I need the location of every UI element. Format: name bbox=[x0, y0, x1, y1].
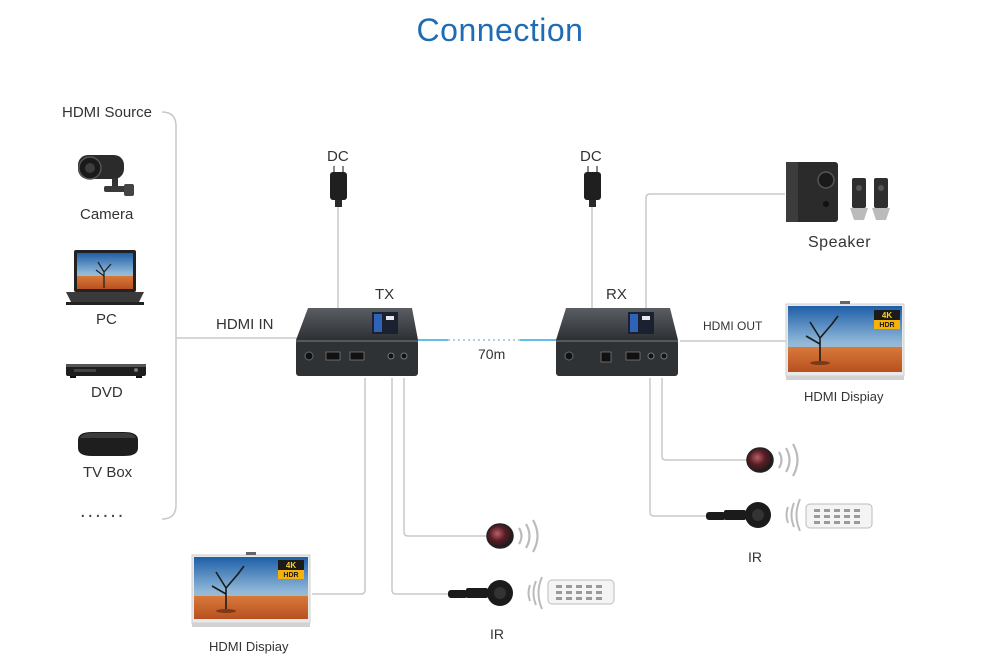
badge-hdr-text: HDR bbox=[283, 572, 298, 579]
tx-remote-control-icon bbox=[547, 579, 615, 605]
rx-remote-control-icon bbox=[805, 503, 873, 529]
badge-4k-text: 4K bbox=[882, 311, 892, 320]
dvd-player-icon bbox=[66, 364, 146, 378]
laptop-icon bbox=[66, 250, 144, 305]
tx-ir-receiver-icon bbox=[486, 519, 539, 553]
source-label-camera: Camera bbox=[80, 206, 134, 223]
source-label-pc: PC bbox=[96, 311, 117, 328]
hdmi-in-label: HDMI IN bbox=[216, 316, 274, 333]
tv-box-icon bbox=[78, 432, 138, 456]
tx-ir-label: IR bbox=[490, 626, 504, 642]
tx-dc-label: DC bbox=[327, 148, 349, 165]
tx-display-label: HDMI Dispiay bbox=[209, 639, 289, 654]
rx-ir-receiver-icon bbox=[746, 443, 799, 477]
badge-4k-text: 4K bbox=[286, 561, 296, 570]
link-distance-label: 70m bbox=[478, 346, 506, 362]
tx-dc-adapter-icon bbox=[330, 166, 347, 207]
source-label-dvd: DVD bbox=[91, 384, 123, 401]
camera-icon bbox=[78, 155, 134, 196]
rx-display-icon: 4K HDR bbox=[785, 301, 905, 380]
tx-ir-transmitter-icon bbox=[448, 576, 543, 610]
connection-lines bbox=[161, 111, 790, 595]
rx-ir-label: IR bbox=[748, 549, 762, 565]
source-label-tv-box: TV Box bbox=[83, 464, 133, 481]
rx-extender-icon bbox=[556, 308, 678, 376]
hdmi-out-label: HDMI OUT bbox=[703, 319, 763, 333]
speaker-icon bbox=[786, 162, 890, 222]
tx-extender-icon bbox=[296, 308, 418, 376]
rx-dc-label: DC bbox=[580, 148, 602, 165]
rx-ir-transmitter-icon bbox=[706, 498, 801, 532]
rx-label: RX bbox=[606, 286, 627, 303]
source-more-ellipsis: ...... bbox=[80, 500, 126, 522]
rx-display-label: HDMI Dispiay bbox=[804, 389, 884, 404]
page-title: Connection bbox=[416, 12, 584, 48]
source-heading: HDMI Source bbox=[62, 104, 153, 121]
badge-hdr-text: HDR bbox=[879, 322, 894, 329]
tx-label: TX bbox=[375, 286, 395, 303]
rx-dc-adapter-icon bbox=[584, 166, 601, 207]
tx-display-icon: 4K HDR bbox=[191, 552, 311, 627]
speaker-label: Speaker bbox=[808, 234, 872, 251]
